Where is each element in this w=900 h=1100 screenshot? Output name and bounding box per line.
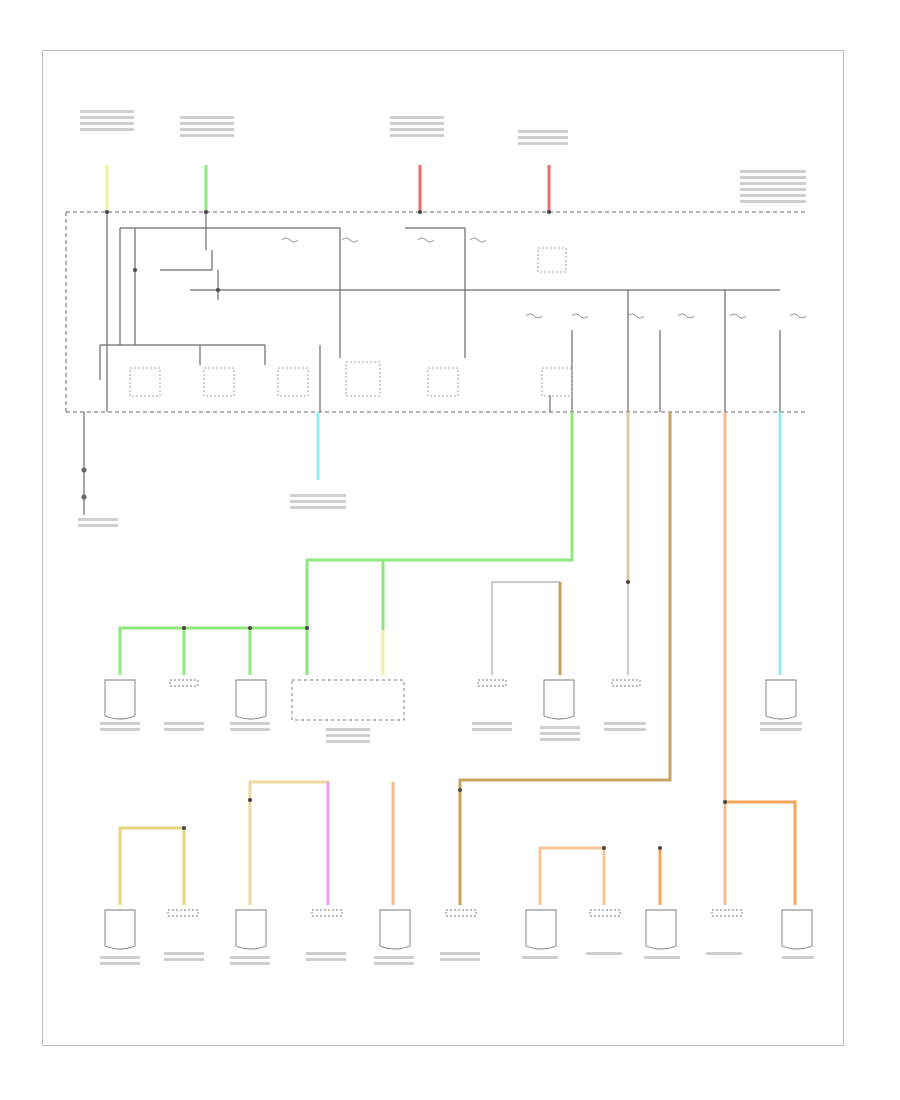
component-connectors xyxy=(104,679,813,950)
top-feed-wires xyxy=(105,165,551,212)
internal-bus-wiring xyxy=(99,212,781,412)
fuse-box-outline xyxy=(65,211,808,413)
splice-points xyxy=(105,210,727,850)
fuse-symbols xyxy=(281,237,807,319)
thin-wires xyxy=(491,581,629,675)
lower-harness-wires xyxy=(118,412,797,905)
diagram-frame xyxy=(42,50,844,1046)
ground-wire xyxy=(81,412,87,515)
relay-symbols xyxy=(129,361,573,397)
illegible-labels xyxy=(78,110,814,965)
